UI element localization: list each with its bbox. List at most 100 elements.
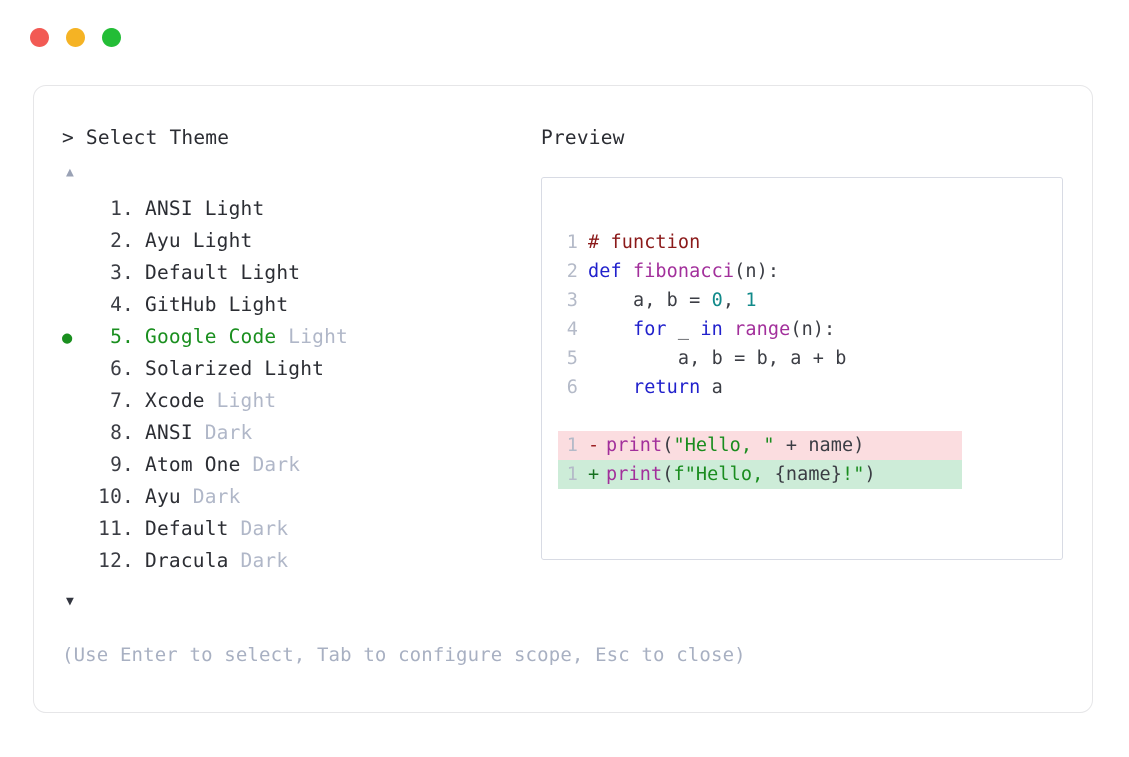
theme-list-item[interactable]: 6. Solarized Light <box>62 353 532 385</box>
theme-item-name: Dracula <box>145 548 229 572</box>
theme-item-variant: Light <box>228 260 301 284</box>
theme-item-number: 12. <box>98 548 134 572</box>
theme-item-variant: Light <box>204 388 277 412</box>
diff-sign: - <box>588 434 600 456</box>
line-number: 1 <box>566 231 578 253</box>
diff-sign: + <box>588 463 600 485</box>
line-number: 4 <box>566 318 578 340</box>
code-token <box>723 319 734 340</box>
code-token: (n): <box>790 318 836 340</box>
code-token: 0 <box>711 289 723 311</box>
scroll-down-icon[interactable]: ▼ <box>66 593 74 609</box>
theme-item-name: Default <box>145 260 229 284</box>
line-number: 1 <box>566 463 578 485</box>
code-token: ) <box>864 463 876 485</box>
code-token <box>588 377 633 398</box>
code-token: a <box>700 376 723 398</box>
preview-label: Preview <box>541 126 625 149</box>
code-line-text: def fibonacci(n): <box>588 257 779 286</box>
diff-line-removed: 1-print("Hello, " + name) <box>558 430 962 460</box>
maximize-button[interactable] <box>102 28 121 47</box>
code-line: 4 for _ in range(n): <box>558 315 1062 344</box>
theme-list-item[interactable]: 11.Default Dark <box>62 513 532 545</box>
theme-item-name: Ayu <box>145 228 181 252</box>
theme-item-variant: Dark <box>228 548 289 572</box>
minimize-button[interactable] <box>66 28 85 47</box>
theme-list-item[interactable]: 9. Atom One Dark <box>62 449 532 481</box>
theme-list-item[interactable]: ●5.Google Code Light <box>62 321 532 353</box>
page-title: > Select Theme <box>62 126 230 149</box>
line-number: 1 <box>566 434 578 456</box>
theme-item-number: 3. <box>110 260 134 284</box>
code-token: f"Hello, <box>673 463 775 485</box>
code-line: 5 a, b = b, a + b <box>558 344 1062 373</box>
code-line: 2 def fibonacci(n): <box>558 257 1062 286</box>
line-number: 3 <box>566 289 578 311</box>
theme-item-variant: Light <box>216 292 289 316</box>
code-token: , <box>722 289 746 311</box>
scroll-up-icon[interactable]: ▲ <box>66 164 74 180</box>
code-token: !" <box>842 463 865 485</box>
code-token: # function <box>588 231 701 253</box>
theme-item-name: Default <box>145 516 229 540</box>
theme-item-name: Ayu <box>145 484 181 508</box>
code-token: a, b = <box>588 289 712 311</box>
code-token <box>588 319 633 340</box>
theme-list-item[interactable]: 2.Ayu Light <box>62 225 532 257</box>
theme-item-number: 11. <box>98 516 134 540</box>
line-number: 6 <box>566 376 578 398</box>
theme-item-variant: Light <box>252 356 325 380</box>
selected-bullet-icon: ● <box>62 327 73 348</box>
code-token: + name) <box>774 434 865 456</box>
diff-line-text: print("Hello, " + name) <box>606 431 865 460</box>
theme-item-name: Google Code <box>145 324 277 348</box>
theme-item-number: 8. <box>110 420 134 444</box>
theme-item-number: 10. <box>98 484 134 508</box>
code-line: 3 a, b = 0, 1 <box>558 286 1062 315</box>
theme-item-number: 2. <box>110 228 134 252</box>
theme-list-item[interactable]: 8. ANSI Dark <box>62 417 532 449</box>
line-number: 5 <box>566 347 578 369</box>
code-token: def <box>588 260 633 282</box>
theme-item-name: GitHub <box>145 292 217 316</box>
theme-item-name: Atom One <box>145 452 241 476</box>
theme-list-item[interactable]: 10.Ayu Dark <box>62 481 532 513</box>
code-token: ( <box>662 463 674 485</box>
code-token: for <box>632 318 667 340</box>
code-token: fibonacci <box>632 260 735 282</box>
close-button[interactable] <box>30 28 49 47</box>
code-line-text: # function <box>588 228 700 257</box>
theme-item-number: 6. <box>110 356 134 380</box>
diff-line-added: 1 + print(f"Hello, {name}!") <box>558 459 962 489</box>
theme-item-name: ANSI <box>145 420 193 444</box>
theme-list-item[interactable]: 7.Xcode Light <box>62 385 532 417</box>
theme-item-number: 4. <box>110 292 134 316</box>
line-number: 2 <box>566 260 578 282</box>
theme-item-variant: Dark <box>192 420 253 444</box>
code-token: (n): <box>734 260 780 282</box>
code-token: range <box>734 318 791 340</box>
code-token: ( <box>662 434 674 456</box>
theme-list-item[interactable]: 4. GitHub Light <box>62 289 532 321</box>
diff-lines: 1-print("Hello, " + name)1+print(f"Hello… <box>558 430 1062 489</box>
theme-item-number: 9. <box>110 452 134 476</box>
keyboard-hint: (Use Enter to select, Tab to configure s… <box>62 644 746 666</box>
code-token: print <box>606 434 663 456</box>
code-line-text: return a <box>588 373 723 402</box>
code-token: print <box>606 463 663 485</box>
theme-item-number: 1. <box>110 196 134 220</box>
theme-list-item[interactable]: 3. Default Light <box>62 257 532 289</box>
code-line: 6 return a <box>558 373 1062 402</box>
code-line-text: a, b = 0, 1 <box>588 286 757 315</box>
theme-item-variant: Dark <box>240 452 301 476</box>
theme-list-item[interactable]: 1.ANSI Light <box>62 193 532 225</box>
theme-item-name: Solarized <box>145 356 253 380</box>
code-token: "Hello, " <box>673 434 775 456</box>
theme-list-item[interactable]: 12. Dracula Dark <box>62 545 532 577</box>
theme-item-number: 7. <box>110 388 134 412</box>
diff-line-text: print(f"Hello, {name}!") <box>606 460 876 489</box>
